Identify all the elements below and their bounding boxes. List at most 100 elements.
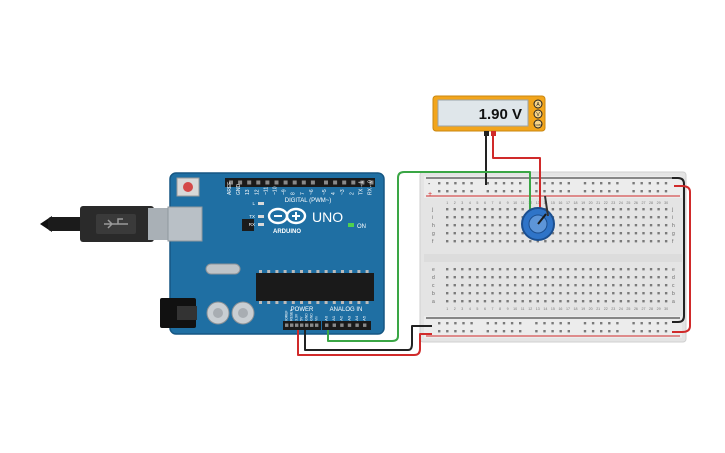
- breadboard-hole[interactable]: [612, 224, 615, 227]
- breadboard-hole[interactable]: [529, 276, 532, 279]
- breadboard-hole[interactable]: [657, 292, 660, 295]
- rail-hole[interactable]: [438, 190, 441, 193]
- breadboard-hole[interactable]: [627, 216, 630, 219]
- breadboard-hole[interactable]: [649, 232, 653, 235]
- breadboard-hole[interactable]: [453, 240, 456, 243]
- breadboard-hole[interactable]: [529, 300, 532, 303]
- breadboard-hole[interactable]: [491, 284, 494, 287]
- breadboard-hole[interactable]: [551, 300, 555, 303]
- breadboard-hole[interactable]: [476, 276, 479, 279]
- breadboard-hole[interactable]: [536, 292, 539, 295]
- rail-hole[interactable]: [583, 330, 587, 333]
- breadboard-hole[interactable]: [506, 232, 509, 235]
- breadboard-hole[interactable]: [446, 276, 449, 279]
- breadboard-hole[interactable]: [468, 276, 472, 279]
- breadboard-hole[interactable]: [461, 240, 464, 243]
- breadboard-hole[interactable]: [476, 268, 479, 271]
- breadboard-hole[interactable]: [529, 268, 532, 271]
- breadboard-hole[interactable]: [566, 240, 570, 243]
- rail-hole[interactable]: [454, 322, 457, 325]
- breadboard-hole[interactable]: [491, 300, 494, 303]
- breadboard-hole[interactable]: [551, 240, 555, 243]
- breadboard-hole[interactable]: [551, 292, 555, 295]
- reset-button[interactable]: [176, 177, 200, 197]
- breadboard-hole[interactable]: [649, 208, 653, 211]
- rail-hole[interactable]: [446, 190, 449, 193]
- breadboard-hole[interactable]: [513, 300, 517, 303]
- breadboard-hole[interactable]: [612, 284, 615, 287]
- breadboard-hole[interactable]: [506, 240, 509, 243]
- rail-hole[interactable]: [648, 190, 651, 193]
- breadboard-hole[interactable]: [612, 268, 615, 271]
- breadboard-hole[interactable]: [657, 216, 660, 219]
- rail-hole[interactable]: [543, 330, 546, 333]
- breadboard-hole[interactable]: [627, 292, 630, 295]
- rail-hole[interactable]: [608, 330, 611, 333]
- rail-hole[interactable]: [510, 182, 514, 185]
- breadboard-hole[interactable]: [612, 208, 615, 211]
- breadboard-hole[interactable]: [453, 268, 456, 271]
- breadboard-hole[interactable]: [589, 276, 592, 279]
- breadboard-hole[interactable]: [544, 276, 547, 279]
- rail-hole[interactable]: [616, 330, 619, 333]
- rail-hole[interactable]: [656, 182, 660, 185]
- digital-pin-hole[interactable]: [274, 180, 279, 185]
- digital-pin-hole[interactable]: [310, 180, 315, 185]
- rail-hole[interactable]: [559, 330, 562, 333]
- rail-hole[interactable]: [656, 190, 660, 193]
- rail-hole[interactable]: [486, 190, 489, 193]
- rail-hole[interactable]: [486, 322, 489, 325]
- breadboard-hole[interactable]: [498, 208, 502, 211]
- breadboard-hole[interactable]: [566, 232, 570, 235]
- breadboard-hole[interactable]: [581, 232, 585, 235]
- breadboard-hole[interactable]: [642, 276, 645, 279]
- breadboard-hole[interactable]: [476, 292, 479, 295]
- breadboard-hole[interactable]: [574, 300, 577, 303]
- breadboard-hole[interactable]: [446, 284, 449, 287]
- rail-hole[interactable]: [600, 182, 603, 185]
- rail-hole[interactable]: [519, 190, 522, 193]
- breadboard-hole[interactable]: [566, 208, 570, 211]
- rail-hole[interactable]: [446, 330, 449, 333]
- breadboard-hole[interactable]: [597, 240, 600, 243]
- wire-green-signal[interactable]: [327, 171, 531, 342]
- breadboard-hole[interactable]: [536, 284, 539, 287]
- breadboard-hole[interactable]: [468, 284, 472, 287]
- breadboard-hole[interactable]: [627, 268, 630, 271]
- breadboard-hole[interactable]: [498, 268, 502, 271]
- breadboard-hole[interactable]: [566, 292, 570, 295]
- power-pin-hole[interactable]: [285, 323, 289, 327]
- breadboard-hole[interactable]: [574, 232, 577, 235]
- analog-pin-hole[interactable]: [347, 323, 352, 327]
- breadboard-hole[interactable]: [446, 216, 449, 219]
- breadboard-hole[interactable]: [461, 284, 464, 287]
- rail-hole[interactable]: [519, 322, 522, 325]
- rail-hole[interactable]: [470, 182, 473, 185]
- rail-hole[interactable]: [510, 322, 514, 325]
- breadboard-hole[interactable]: [521, 292, 524, 295]
- breadboard-hole[interactable]: [521, 276, 524, 279]
- breadboard-hole[interactable]: [453, 300, 456, 303]
- rail-hole[interactable]: [664, 330, 668, 333]
- breadboard-hole[interactable]: [483, 232, 487, 235]
- breadboard-hole[interactable]: [574, 208, 577, 211]
- rail-hole[interactable]: [559, 182, 562, 185]
- breadboard-hole[interactable]: [491, 268, 494, 271]
- rail-hole[interactable]: [438, 182, 441, 185]
- breadboard-hole[interactable]: [453, 224, 456, 227]
- rail-hole[interactable]: [519, 182, 522, 185]
- rail-hole[interactable]: [608, 182, 611, 185]
- breadboard-hole[interactable]: [619, 208, 623, 211]
- rail-hole[interactable]: [502, 182, 506, 185]
- breadboard-hole[interactable]: [634, 300, 638, 303]
- breadboard-hole[interactable]: [491, 224, 494, 227]
- multimeter-terminal-com[interactable]: COM: [533, 119, 543, 129]
- rail-hole[interactable]: [510, 190, 514, 193]
- breadboard-hole[interactable]: [544, 292, 547, 295]
- breadboard-hole[interactable]: [513, 268, 517, 271]
- breadboard-hole[interactable]: [642, 300, 645, 303]
- breadboard-hole[interactable]: [566, 276, 570, 279]
- breadboard-hole[interactable]: [657, 232, 660, 235]
